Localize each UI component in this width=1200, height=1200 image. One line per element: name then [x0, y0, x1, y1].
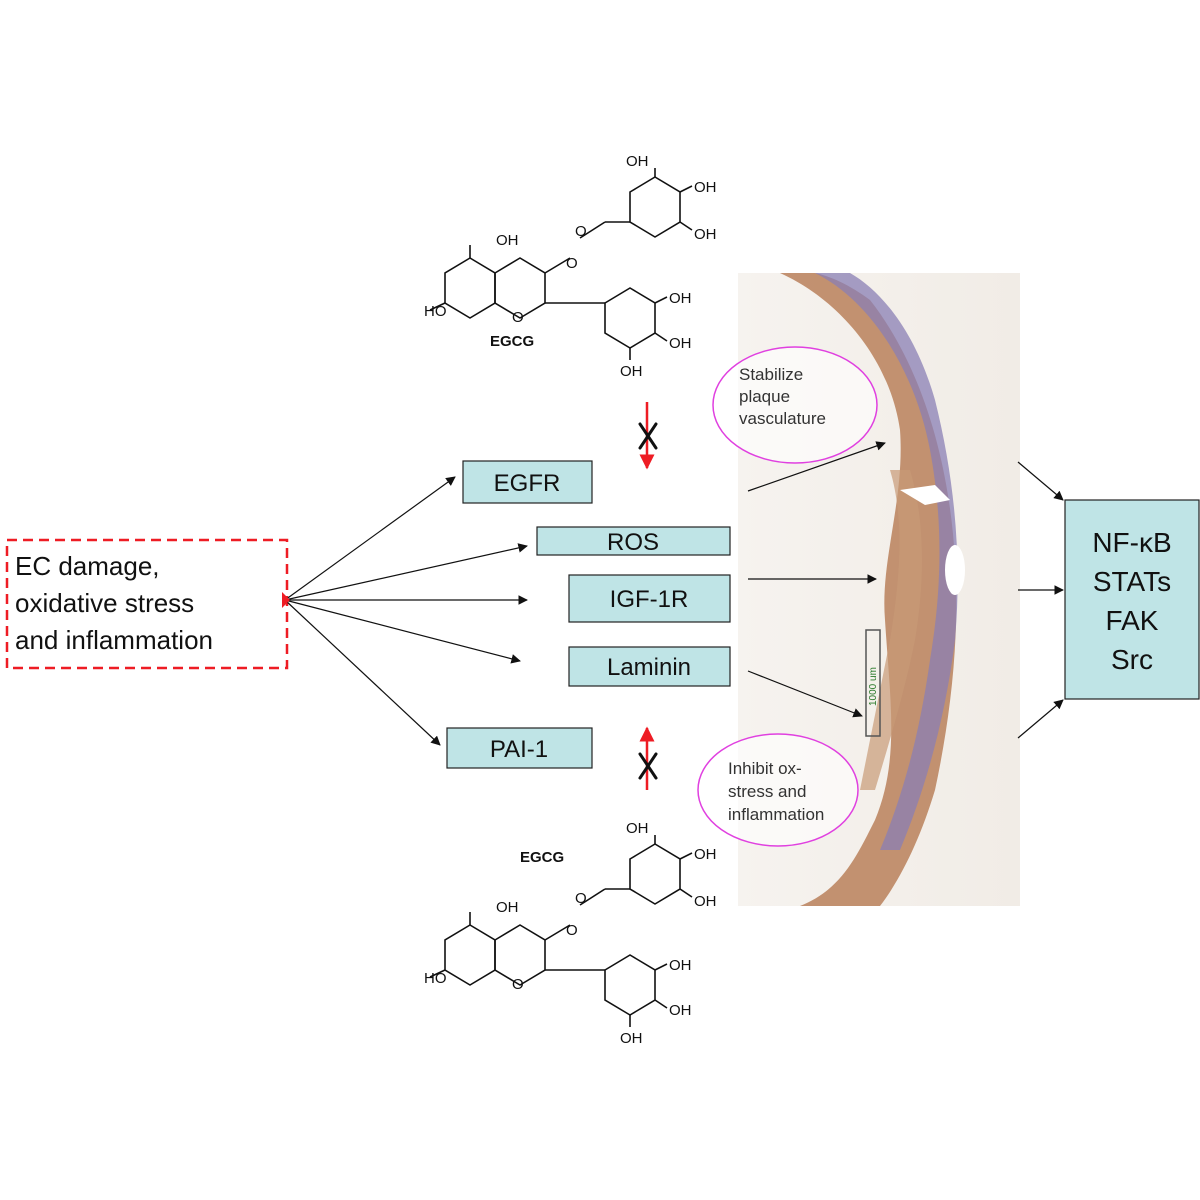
target-pai1: PAI-1 — [446, 727, 593, 769]
egcg-top-o-ring: O — [512, 309, 524, 326]
arrow-to-egfr — [284, 476, 456, 601]
effect-stabilize: Stabilize plaque vasculature — [712, 346, 878, 464]
downstream-line-2: STATs — [1093, 566, 1171, 597]
egcg-top-oh-g1: OH — [626, 153, 649, 170]
effect-inhibit-line-3: inflammation — [728, 805, 824, 824]
source-box: EC damage, oxidative stress and inflamma… — [5, 538, 289, 670]
egcg-top-label: EGCG — [490, 333, 534, 350]
arrow-egfr-to-plaque — [747, 441, 886, 492]
arrow-laminin-to-plaque — [747, 670, 863, 718]
target-egfr-label: EGFR — [494, 470, 561, 497]
effect-inhibit-line-2: stress and — [728, 782, 806, 801]
arrow-to-ros — [284, 543, 528, 601]
effect-stabilize-line-3: vasculature — [739, 409, 826, 428]
target-laminin-label: Laminin — [607, 654, 691, 681]
target-pai1-label: PAI-1 — [490, 736, 548, 763]
source-line-2: oxidative stress — [15, 588, 194, 618]
downstream-box: NF-κB STATs FAK Src — [1064, 499, 1200, 700]
x-block-icon — [638, 422, 658, 450]
egcg-bottom-oh-b2: OH — [669, 1002, 692, 1019]
egcg-top-oh-b1: OH — [669, 290, 692, 307]
source-line-1: EC damage, — [15, 551, 160, 581]
target-ros: ROS — [536, 526, 731, 556]
egcg-top-o-carbonyl: O — [575, 223, 587, 240]
scale-bar-label: 1000 um — [868, 667, 879, 706]
egcg-bottom-ho-a: HO — [424, 970, 447, 987]
target-igf1r-label: IGF-1R — [610, 586, 689, 613]
downstream-line-4: Src — [1111, 644, 1153, 675]
arrow-to-downstream-top — [1017, 461, 1064, 501]
arrow-to-pai1 — [284, 599, 441, 746]
egcg-top-ho-a: HO — [424, 303, 447, 320]
egcg-bottom-oh-g3: OH — [694, 893, 717, 910]
tissue-arrows — [747, 441, 886, 718]
egcg-bottom-label: EGCG — [520, 849, 564, 866]
bottom-inhibition-arrow — [638, 726, 658, 790]
effect-stabilize-line-1: Stabilize — [739, 365, 803, 384]
egcg-structure-top: OH HO O O O OH OH OH OH OH OH EGCG — [424, 153, 717, 380]
egcg-bottom-oh-g1: OH — [626, 820, 649, 837]
target-ros-label: ROS — [607, 529, 659, 556]
egcg-top-oh-a: OH — [496, 232, 519, 249]
egcg-bottom-o-ring: O — [512, 976, 524, 993]
downstream-line-1: NF-κB — [1092, 527, 1171, 558]
arrow-to-downstream-bottom — [1017, 699, 1064, 739]
egcg-bottom-oh-a: OH — [496, 899, 519, 916]
target-egfr: EGFR — [462, 460, 593, 504]
effect-inhibit-line-1: Inhibit ox- — [728, 759, 802, 778]
source-arrows — [284, 476, 528, 746]
top-inhibition-arrow — [638, 402, 658, 470]
egcg-top-o-ester: O — [566, 255, 578, 272]
target-igf1r: IGF-1R — [568, 574, 731, 623]
egcg-top-oh-g3: OH — [694, 226, 717, 243]
egcg-top-oh-g2: OH — [694, 179, 717, 196]
downstream-line-3: FAK — [1106, 605, 1159, 636]
egcg-bottom-o-ester: O — [566, 922, 578, 939]
x-block-icon — [638, 752, 658, 780]
egcg-bottom-oh-g2: OH — [694, 846, 717, 863]
egcg-structure-bottom: EGCG OH HO O O O OH OH OH OH OH OH — [424, 820, 717, 1047]
arrow-to-laminin — [284, 599, 521, 664]
effect-inhibit: Inhibit ox- stress and inflammation — [697, 733, 859, 847]
egcg-top-oh-b3: OH — [620, 363, 643, 380]
egcg-top-oh-b2: OH — [669, 335, 692, 352]
effect-stabilize-line-2: plaque — [739, 387, 790, 406]
egcg-bottom-oh-b3: OH — [620, 1030, 643, 1047]
downstream-arrows — [1017, 461, 1064, 739]
egcg-bottom-oh-b1: OH — [669, 957, 692, 974]
egcg-bottom-o-carbonyl: O — [575, 890, 587, 907]
source-line-3: and inflammation — [15, 625, 213, 655]
target-laminin: Laminin — [568, 646, 731, 687]
